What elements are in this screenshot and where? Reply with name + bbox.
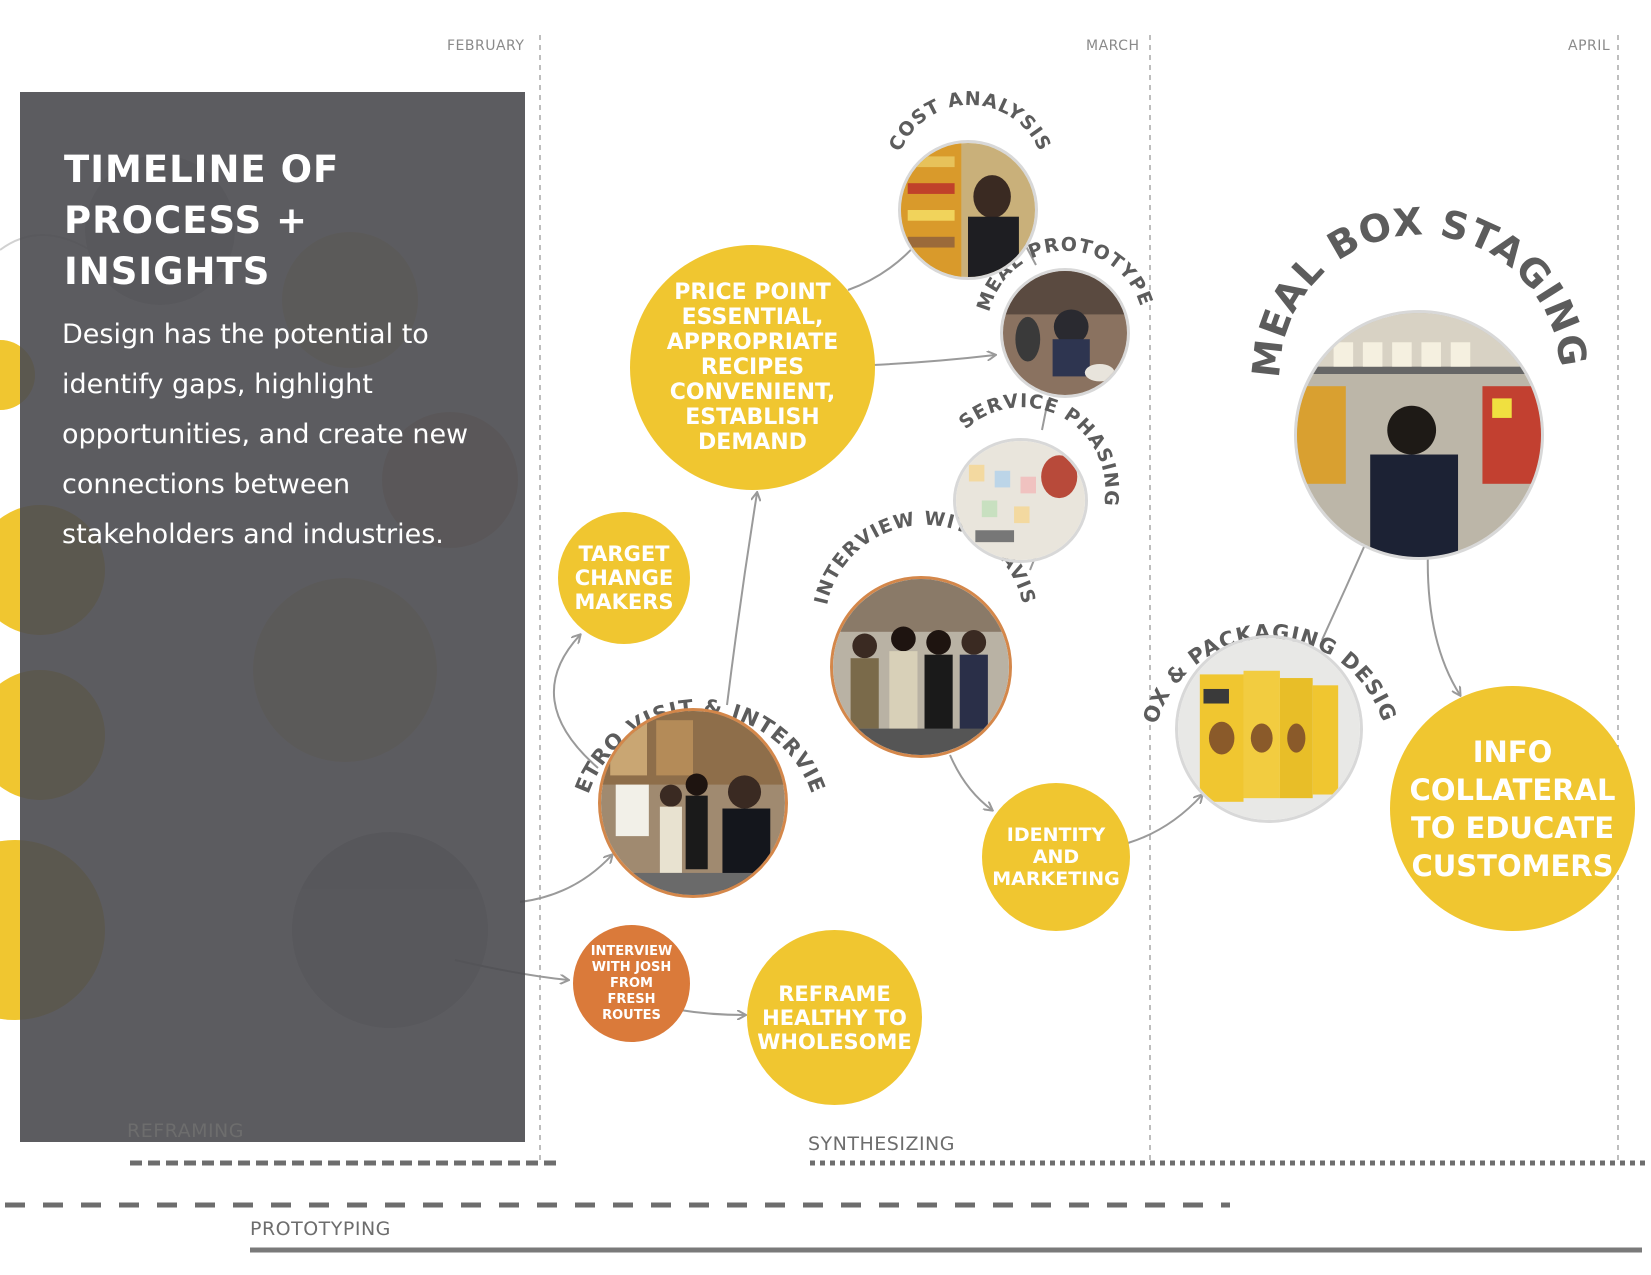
photo-meal-box-staging <box>1294 310 1544 560</box>
arrow-josh-to-reframe <box>679 1009 745 1015</box>
node-info-collateral: INFO COLLATERAL TO EDUCATE CUSTOMERS <box>1390 686 1635 931</box>
month-april: APRIL <box>1568 38 1611 54</box>
arrow-identity-to-box <box>1127 795 1202 844</box>
phase-reframing: REFRAMING <box>127 1120 244 1142</box>
node-interview-josh: INTERVIEW WITH JOSH FROM FRESH ROUTES <box>573 925 690 1042</box>
phase-prototyping: PROTOTYPING <box>250 1218 391 1240</box>
photo-box-packaging <box>1175 635 1363 823</box>
arrow-staging-to-info <box>1426 547 1460 695</box>
month-february: FEBRUARY <box>447 38 525 54</box>
node-reframe-healthy: REFRAME HEALTHY TO WHOLESOME <box>747 930 922 1105</box>
phase-lines <box>5 1160 1645 1253</box>
arrow-prodega-to-jetro <box>519 855 612 903</box>
arrow-jetro-to-price <box>726 493 757 706</box>
node-identity-marketing: IDENTITY AND MARKETING <box>982 783 1130 931</box>
node-target-change-makers: TARGET CHANGE MAKERS <box>558 512 690 644</box>
panel-body: Design has the potential to identify gap… <box>62 319 469 550</box>
intro-panel: TIMELINE OF PROCESS + INSIGHTS Design ha… <box>20 92 525 1142</box>
arrow-davis-to-identity <box>949 754 992 810</box>
arrow-box-to-staging <box>1321 538 1368 641</box>
node-price-point: PRICE POINT ESSENTIAL, APPROPRIATE RECIP… <box>630 245 875 490</box>
photo-service-phasing <box>953 438 1088 563</box>
photo-jetro-visit <box>598 708 788 898</box>
month-march: MARCH <box>1086 38 1140 54</box>
phase-synthesizing: SYNTHESIZING <box>808 1133 955 1155</box>
photo-interview-davis <box>830 576 1012 758</box>
panel-title: TIMELINE OF PROCESS + INSIGHTS <box>64 148 340 293</box>
arrow-price-to-meal <box>872 355 995 366</box>
photo-cost-analysis <box>898 140 1038 280</box>
line-meal-to-service <box>1041 399 1049 431</box>
photo-meal-prototype <box>1000 268 1130 398</box>
arrow-jetro-to-target <box>552 635 599 769</box>
